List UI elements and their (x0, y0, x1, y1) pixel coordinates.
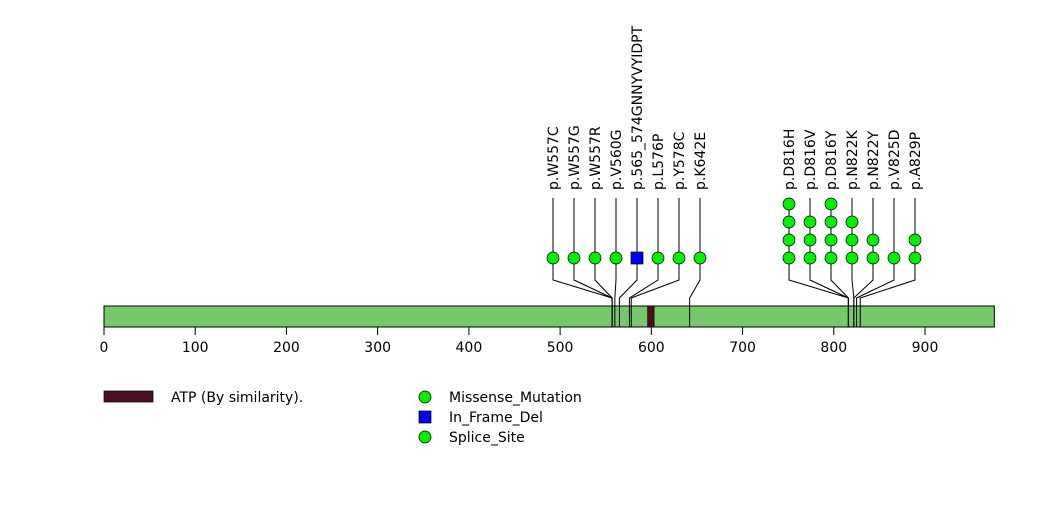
mutation-marker-circle (782, 233, 796, 247)
mutation-label: p.D816H (782, 129, 798, 190)
x-tick-label: 600 (638, 340, 665, 356)
mutation-marker-square (630, 251, 644, 265)
mutation-label: p.A829P (908, 132, 924, 190)
legend-type-label: Missense_Mutation (449, 390, 582, 406)
mutation-label: p.Y578C (672, 131, 688, 190)
mutation-marker-circle (824, 251, 838, 265)
mutation-marker-circle (567, 251, 581, 265)
mutation-label: p.N822K (845, 129, 861, 190)
mutation-marker-circle (887, 251, 901, 265)
x-tick-label: 400 (456, 340, 483, 356)
mutation-marker-circle (693, 251, 707, 265)
x-tick-label: 800 (820, 340, 847, 356)
mutation-label: p.D816Y (824, 130, 840, 190)
legend-circle-icon (418, 390, 432, 404)
x-tick-label: 300 (364, 340, 391, 356)
mutation-marker-circle (845, 251, 859, 265)
mutation-marker-circle (803, 251, 817, 265)
mutation-label: p.W557G (567, 125, 583, 190)
mutation-marker-circle (588, 251, 602, 265)
mutation-marker-circle (866, 251, 880, 265)
mutation-label: p.565_574GNNYVYIDPT (630, 25, 646, 190)
mutation-marker-circle (651, 251, 665, 265)
x-tick-label: 500 (547, 340, 574, 356)
mutation-marker-circle (908, 251, 922, 265)
mutation-label: p.D816V (803, 129, 819, 190)
mutation-marker-circle (782, 251, 796, 265)
mutation-marker-circle (803, 233, 817, 247)
x-tick-label: 100 (182, 340, 209, 356)
legend-domain-label: ATP (By similarity). (171, 390, 303, 406)
mutation-marker-circle (866, 233, 880, 247)
mutation-marker-circle (824, 197, 838, 211)
mutation-marker-circle (672, 251, 686, 265)
mutation-marker-circle (782, 215, 796, 229)
mutation-marker-circle (609, 251, 623, 265)
x-tick-label: 900 (912, 340, 939, 356)
x-tick-label: 700 (729, 340, 756, 356)
mutation-marker-circle (845, 215, 859, 229)
mutation-label: p.V560G (609, 130, 625, 190)
mutation-label: p.W557C (546, 126, 562, 190)
mutation-label: p.K642E (693, 132, 709, 190)
x-tick-label: 200 (273, 340, 300, 356)
mutation-marker-circle (546, 251, 560, 265)
mutation-label: p.W557R (588, 126, 604, 190)
mutation-label: p.V825D (887, 130, 903, 190)
mutation-marker-circle (803, 215, 817, 229)
mutation-marker-circle (824, 215, 838, 229)
legend-type-label: Splice_Site (449, 430, 525, 446)
legend-circle-icon (418, 430, 432, 444)
mutation-marker-circle (782, 197, 796, 211)
legend-domain-swatch (103, 390, 154, 403)
mutation-marker-circle (824, 233, 838, 247)
legend-square-icon (418, 410, 432, 424)
legend-type-label: In_Frame_Del (449, 410, 543, 426)
x-tick-label: 0 (100, 340, 109, 356)
mutation-marker-circle (845, 233, 859, 247)
domain-atp (647, 305, 655, 328)
mutation-marker-circle (908, 233, 922, 247)
protein-bar (103, 305, 995, 328)
mutation-label: p.N822Y (866, 130, 882, 190)
mutation-label: p.L576P (651, 134, 667, 190)
